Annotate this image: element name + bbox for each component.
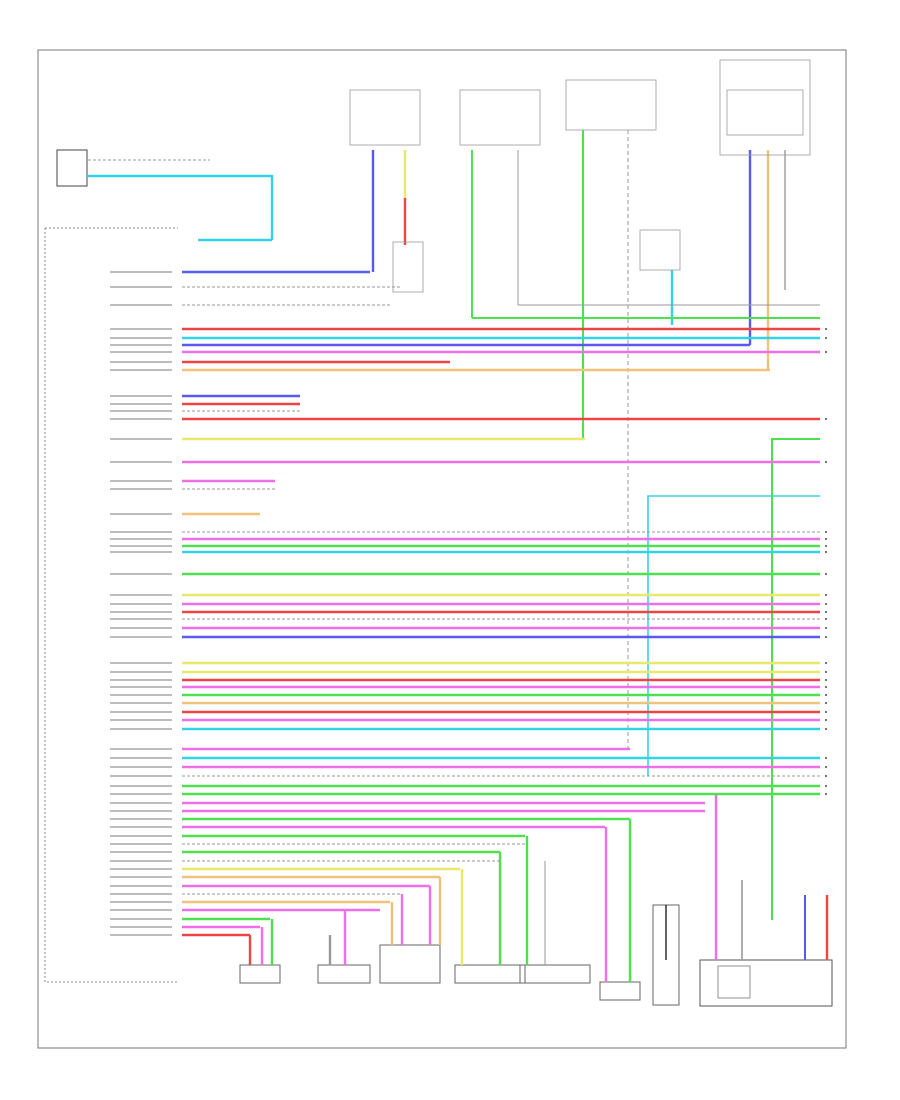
terminal-dot <box>824 784 828 788</box>
terminal-dot <box>824 350 828 354</box>
top-left-module <box>56 149 88 187</box>
terminal-dot <box>824 701 828 705</box>
terminal-dot <box>824 550 828 554</box>
terminal-dot <box>824 727 828 731</box>
wire-layer <box>182 270 820 937</box>
terminal-dot <box>824 756 828 760</box>
terminal-dot <box>824 670 828 674</box>
terminal-dot <box>824 765 828 769</box>
terminal-dot <box>824 610 828 614</box>
terminal-dot <box>824 572 828 576</box>
terminal-dot <box>824 537 828 541</box>
terminal-dot <box>824 635 828 639</box>
terminal-dot <box>824 336 828 340</box>
green-right-vertical <box>771 438 820 920</box>
bottom-right-switch-box <box>699 959 833 1007</box>
bottom-drops <box>248 819 667 982</box>
light-blue-long-vertical <box>647 495 820 776</box>
control-unit-border <box>44 227 178 983</box>
top-left-module-wire <box>88 174 274 240</box>
terminal-dot <box>824 718 828 722</box>
terminal-dot <box>824 602 828 606</box>
bottom-components <box>239 904 680 1006</box>
wire-label-layer <box>110 271 828 936</box>
terminal-dot <box>824 417 828 421</box>
terminal-dot <box>824 327 828 331</box>
terminal-dot <box>824 685 828 689</box>
terminal-dot <box>824 661 828 665</box>
terminal-dot <box>824 593 828 597</box>
terminal-dot <box>824 617 828 621</box>
terminal-dot <box>824 678 828 682</box>
terminal-dot <box>824 774 828 778</box>
bottom-right-switch <box>717 965 751 999</box>
top-connectors <box>349 59 811 293</box>
terminal-dot <box>824 544 828 548</box>
terminal-dot <box>824 693 828 697</box>
terminal-dot <box>824 626 828 630</box>
terminal-dot <box>824 460 828 464</box>
terminal-dot <box>824 792 828 796</box>
terminal-dot <box>824 710 828 714</box>
terminal-dot <box>824 530 828 534</box>
diagram-frame <box>37 49 847 1049</box>
